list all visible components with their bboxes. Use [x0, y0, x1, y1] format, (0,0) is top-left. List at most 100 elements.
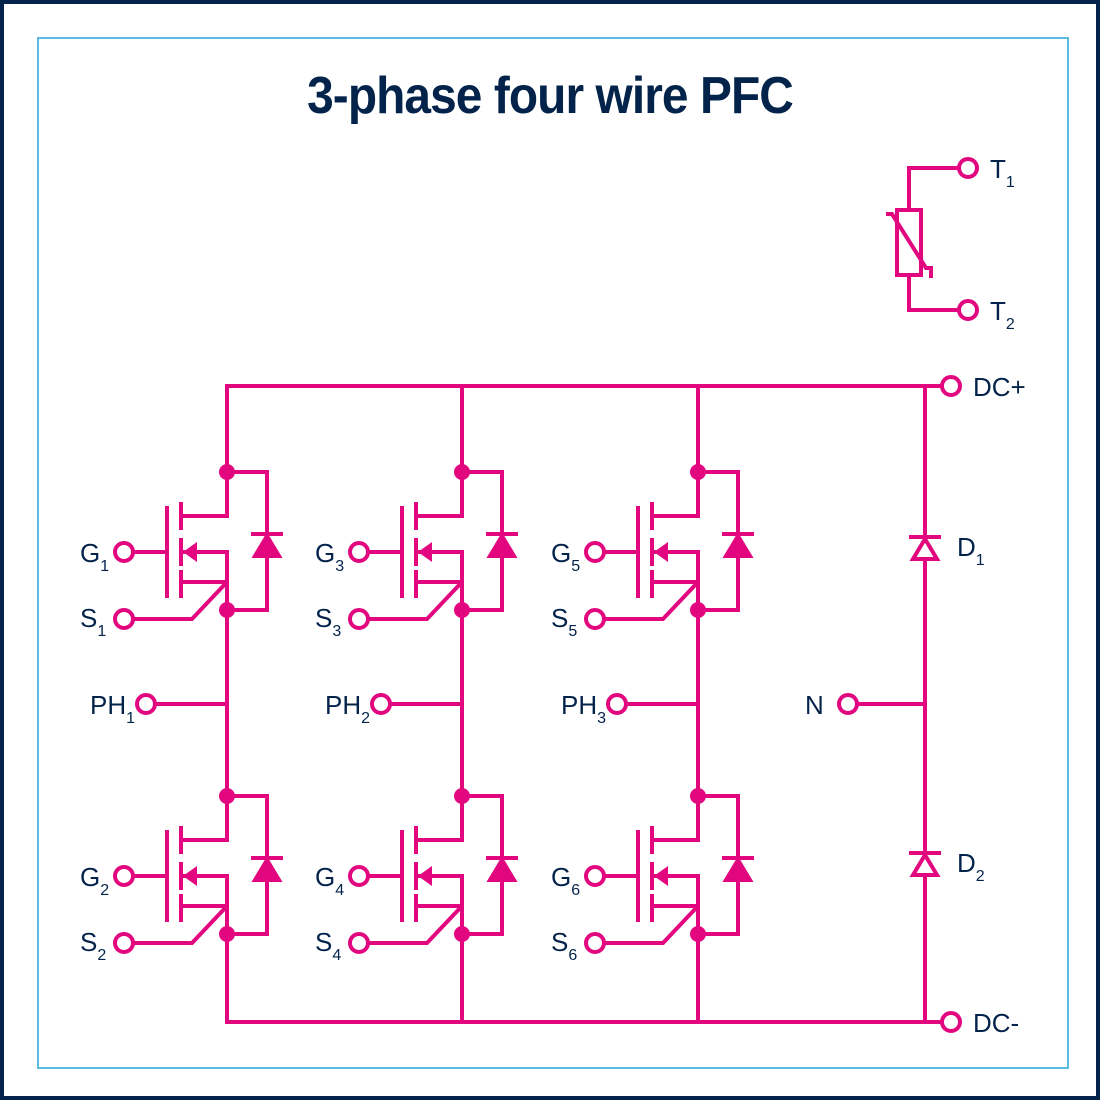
source-label: S6 [551, 927, 577, 964]
phase-label-main: PH [325, 690, 361, 720]
channel-arrow [183, 866, 197, 886]
drain-lead [652, 472, 700, 518]
inner-frame [37, 37, 1069, 1069]
gate-terminal[interactable] [348, 865, 370, 887]
gate-label: G2 [80, 862, 109, 899]
gate-label-subscript: 3 [335, 558, 344, 575]
phase-label-subscript: 2 [361, 710, 370, 727]
thermistor-t1-label-subscript: 1 [1006, 174, 1015, 191]
gate-label-main: G [80, 862, 100, 892]
thermistor-t1-terminal[interactable] [957, 157, 979, 179]
phase-label-main: PH [90, 690, 126, 720]
gate-terminal[interactable] [584, 865, 606, 887]
dc-positive-label: DC+ [973, 372, 1026, 402]
source-label-main: S [80, 927, 97, 957]
dc-positive-terminal[interactable] [940, 375, 962, 397]
gate-label: G1 [80, 538, 109, 575]
thermistor-top-lead [907, 166, 959, 210]
phase-terminal[interactable] [370, 693, 392, 715]
diode-symbol [251, 532, 283, 558]
dc-rails: DC+DC- [225, 372, 1026, 1038]
source-label-main: S [551, 603, 568, 633]
diode-d2-label: D2 [957, 848, 985, 885]
diode-symbol [909, 535, 941, 561]
source-terminal[interactable] [348, 932, 370, 954]
channel-arrow [183, 542, 197, 562]
gate-label-subscript: 4 [335, 882, 344, 899]
phase-label: PH3 [561, 690, 606, 727]
phase-label: PH2 [325, 690, 370, 727]
diode-anode-triangle [909, 851, 941, 877]
channel-arrow [418, 866, 432, 886]
diode-anode-triangle [722, 532, 754, 558]
diode-d2-label-main: D [957, 848, 976, 878]
phase-label-subscript: 3 [597, 710, 606, 727]
gate-label-subscript: 2 [100, 882, 109, 899]
source-terminal[interactable] [348, 608, 370, 630]
gate-label-main: G [551, 538, 571, 568]
dc-negative-terminal[interactable] [940, 1011, 962, 1033]
source-sense-lead [133, 904, 229, 945]
phase-terminal[interactable] [606, 693, 628, 715]
source-sense-lead [133, 580, 229, 621]
body-diode-wire [698, 470, 740, 612]
source-terminal[interactable] [584, 932, 606, 954]
diode-anode-triangle [486, 856, 518, 882]
source-label-subscript: 2 [97, 947, 106, 964]
source-sense-lead [368, 904, 464, 945]
diagram-title: 3-phase four wire PFC [307, 67, 794, 125]
source-terminal[interactable] [113, 608, 135, 630]
channel-arrow [654, 866, 668, 886]
neutral-terminal[interactable] [837, 693, 859, 715]
diode-symbol [909, 851, 941, 877]
diode-symbol [486, 532, 518, 558]
diode-symbol [722, 532, 754, 558]
source-label-subscript: 6 [568, 947, 577, 964]
thermistor-t2-terminal[interactable] [957, 299, 979, 321]
gate-terminal[interactable] [348, 541, 370, 563]
source-label-subscript: 4 [332, 947, 341, 964]
gate-label: G5 [551, 538, 580, 575]
channel-arrow [654, 542, 668, 562]
drain-lead [181, 796, 229, 842]
phase-terminal[interactable] [135, 693, 157, 715]
gate-label-subscript: 1 [100, 558, 109, 575]
source-terminal[interactable] [584, 608, 606, 630]
mosfet-low-3: G 6S6 [551, 788, 754, 964]
diode-d1-label-subscript: 1 [976, 552, 985, 569]
gate-terminal[interactable] [113, 541, 135, 563]
source-label-main: S [315, 927, 332, 957]
diode-d1-label: D1 [957, 532, 985, 569]
diode-d1-label-main: D [957, 532, 976, 562]
diode-d2-label-subscript: 2 [976, 868, 985, 885]
phase-leg-1: PH 1 [90, 384, 229, 1024]
source-terminal[interactable] [113, 932, 135, 954]
diode-symbol [251, 856, 283, 882]
source-sense-lead [604, 904, 700, 945]
diode-anode-triangle [909, 535, 941, 561]
phase-label-main: PH [561, 690, 597, 720]
drain-lead [181, 472, 229, 518]
gate-label-main: G [80, 538, 100, 568]
source-label-main: S [80, 603, 97, 633]
source-sense-lead [604, 580, 700, 621]
phase-label: PH1 [90, 690, 135, 727]
gate-terminal[interactable] [113, 865, 135, 887]
source-label-subscript: 3 [332, 623, 341, 640]
drain-lead [416, 472, 464, 518]
thermistor-slash [886, 212, 933, 278]
source-sense-lead [368, 580, 464, 621]
gate-terminal[interactable] [584, 541, 606, 563]
drain-lead [416, 796, 464, 842]
thermistor-t1-label: T1 [990, 154, 1015, 191]
gate-label-main: G [551, 862, 571, 892]
phase-leg-2: PH2 [325, 384, 464, 1024]
body-diode-wire [698, 794, 740, 936]
mosfet-high-1: G1S 1 [80, 464, 283, 640]
phase-leg-3: PH3 [561, 384, 700, 1024]
